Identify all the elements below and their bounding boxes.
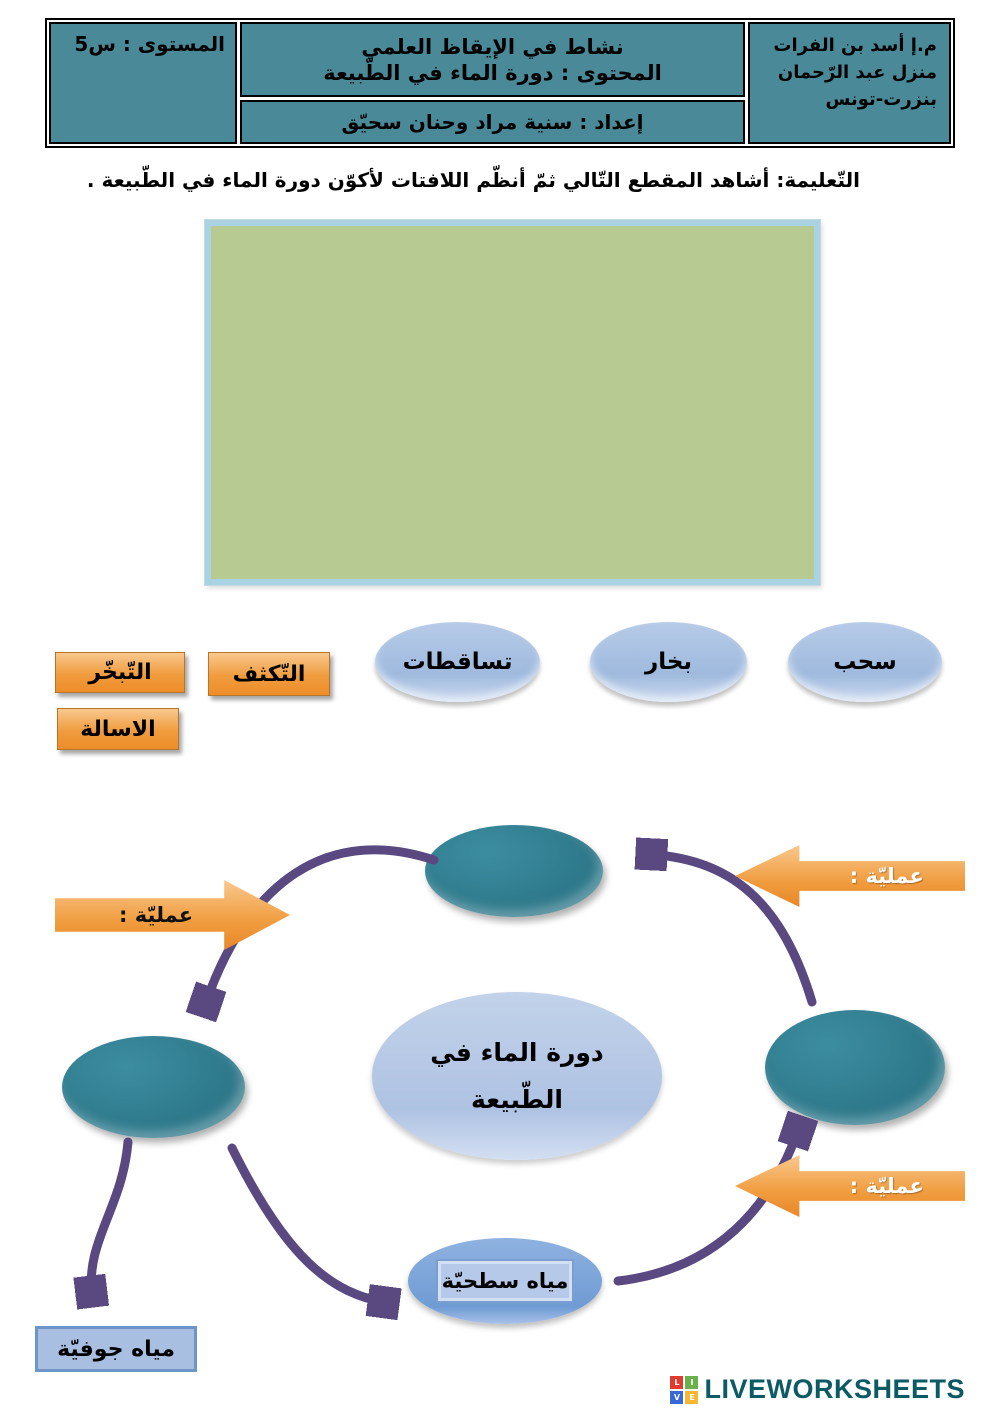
logo-square: E	[685, 1390, 699, 1404]
process-arrow-bottom-right-label: عمليّة :	[849, 1174, 924, 1198]
header-school-cell: م.إ أسد بن الفرات منزل عبد الرّحمان بنزر…	[748, 22, 951, 144]
label-condensation[interactable]: التّكثف	[208, 652, 330, 696]
label-evaporation[interactable]: التّبخّر	[55, 652, 185, 693]
logo-square: L	[670, 1375, 684, 1389]
process-arrow-left[interactable]: عمليّة :	[55, 880, 290, 950]
liveworksheets-wordmark: LIVEWORKSHEETS	[704, 1374, 965, 1404]
process-arrow-top-right[interactable]: عمليّة :	[735, 845, 965, 907]
liveworksheets-brand[interactable]: L I V E LIVEWORKSHEETS	[670, 1374, 965, 1405]
diagram-center-ellipse: دورة الماء في الطّبيعة	[372, 992, 662, 1160]
label-precipitation[interactable]: تساقطات	[375, 622, 540, 702]
diagram-node-top[interactable]	[425, 825, 603, 917]
diagram-node-surface-water: مياه سطحيّة	[408, 1238, 602, 1324]
header-middle-column: نشاط في الإيقاظ العلمي المحتوى : دورة ال…	[240, 22, 745, 144]
diagram-node-left[interactable]	[62, 1036, 245, 1138]
diagram-node-right[interactable]	[765, 1010, 945, 1125]
header-activity-cell: نشاط في الإيقاظ العلمي المحتوى : دورة ال…	[240, 22, 745, 98]
ground-water-label: مياه جوفيّة	[35, 1326, 197, 1372]
process-arrow-bottom-right[interactable]: عمليّة :	[735, 1155, 965, 1217]
header-prepared-cell: إعداد : سنية مراد وحنان سحيّق	[240, 100, 745, 144]
curve-left-to-ground	[91, 1137, 133, 1298]
instruction-text: التّعليمة: أشاهد المقطع التّالي ثمّ أنظّ…	[86, 168, 860, 192]
diagram-center-title: دورة الماء في الطّبيعة	[430, 1037, 604, 1115]
liveworksheets-logo-icon: L I V E	[670, 1375, 699, 1404]
surface-water-label: مياه سطحيّة	[436, 1259, 574, 1303]
header-activity-line2: المحتوى : دورة الماء في الطّبيعة	[323, 60, 662, 85]
curve-left-to-surface	[227, 1143, 390, 1303]
logo-square: I	[685, 1375, 699, 1389]
header-table: المستوى : س5 نشاط في الإيقاظ العلمي المح…	[45, 18, 955, 148]
process-arrow-left-label: عمليّة :	[119, 903, 194, 927]
header-activity-line1: نشاط في الإيقاظ العلمي	[361, 34, 624, 59]
label-liquefaction[interactable]: الاسالة	[57, 708, 179, 750]
header-level-cell: المستوى : س5	[49, 22, 237, 144]
label-clouds[interactable]: سحب	[788, 622, 942, 702]
process-arrow-top-right-label: عمليّة :	[849, 864, 924, 888]
logo-square: V	[670, 1390, 684, 1404]
label-vapor[interactable]: بخار	[590, 622, 747, 702]
video-placeholder[interactable]	[205, 220, 820, 585]
